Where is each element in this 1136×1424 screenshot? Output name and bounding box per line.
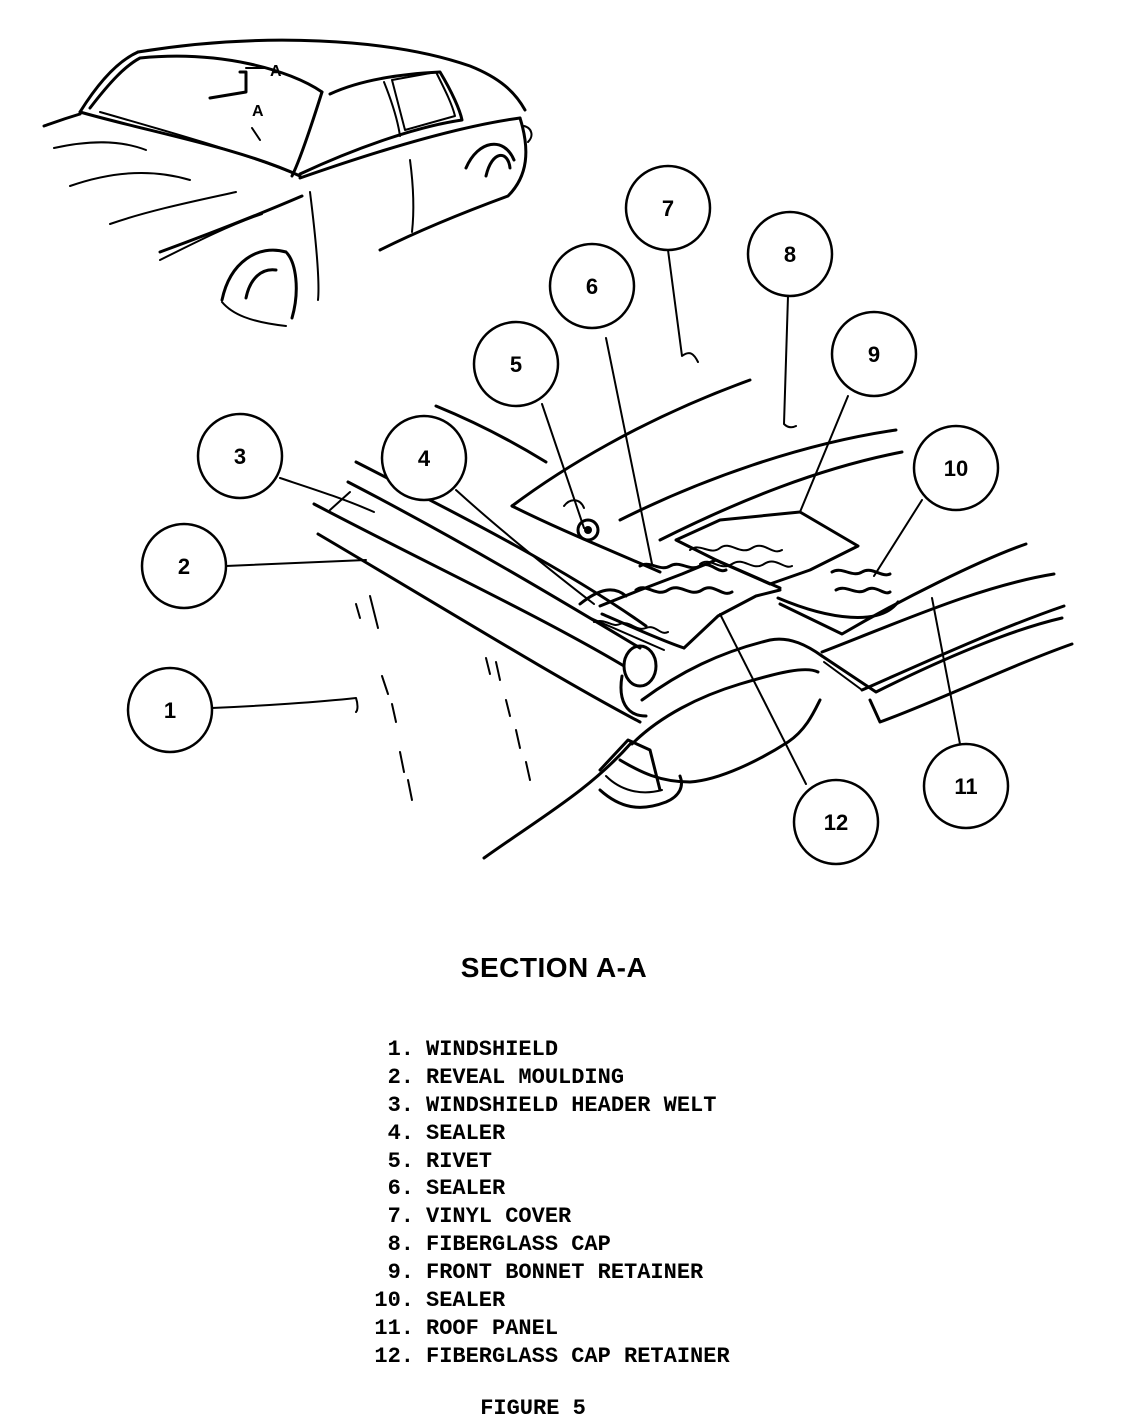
callout-11: 11 (922, 742, 1010, 830)
callout-1: 1 (126, 666, 214, 754)
callout-9: 9 (830, 310, 918, 398)
section-marker-upper: A (270, 63, 282, 80)
part-number: 6. (387, 1176, 414, 1202)
svg-text:7: 7 (662, 196, 674, 221)
list-item: 5. RIVET (352, 1148, 730, 1176)
callouts: 1 2 3 4 5 6 7 8 9 10 11 12 (126, 164, 1010, 866)
list-item: 3. WINDSHIELD HEADER WELT (352, 1092, 730, 1120)
part-label: REVEAL MOULDING (426, 1064, 625, 1090)
svg-text:9: 9 (868, 342, 880, 367)
part-label: WINDSHIELD (426, 1037, 559, 1062)
callout-8: 8 (746, 210, 834, 298)
svg-text:8: 8 (784, 242, 796, 267)
list-item: 1. WINDSHIELD (352, 1036, 730, 1064)
part-number: 12. (374, 1343, 414, 1369)
part-number: 3. (387, 1092, 414, 1118)
part-number: 2. (387, 1064, 414, 1090)
part-label: SEALER (426, 1120, 506, 1146)
svg-text:2: 2 (178, 554, 190, 579)
section-diagram: A A (42, 38, 1074, 866)
part-number: 10. (374, 1288, 414, 1314)
part-number: 9. (387, 1260, 414, 1286)
list-item: 8. FIBERGLASS CAP (352, 1231, 730, 1259)
leader-lines (211, 249, 961, 785)
callout-7: 7 (624, 164, 712, 252)
part-label: FRONT BONNET RETAINER (426, 1260, 704, 1286)
part-label: FIBERGLASS CAP (426, 1232, 611, 1258)
svg-text:4: 4 (418, 446, 431, 471)
callout-2: 2 (140, 522, 228, 610)
part-number: 5. (387, 1148, 414, 1174)
svg-text:5: 5 (510, 352, 522, 377)
svg-text:11: 11 (954, 774, 977, 799)
list-item: 4. SEALER (352, 1120, 730, 1148)
callout-4: 4 (380, 414, 468, 502)
part-label: SEALER (426, 1288, 506, 1314)
list-item: 7. VINYL COVER (352, 1203, 730, 1231)
list-item: 9. FRONT BONNET RETAINER (352, 1259, 730, 1287)
callout-12: 12 (792, 778, 880, 866)
part-label: FIBERGLASS CAP RETAINER (426, 1343, 730, 1369)
list-item: 6. SEALER (352, 1175, 730, 1203)
section-marker-lower: A (252, 103, 264, 120)
part-number: 4. (387, 1120, 414, 1146)
callout-3: 3 (196, 412, 284, 500)
list-item: 2. REVEAL MOULDING (352, 1064, 730, 1092)
part-number: 7. (387, 1204, 414, 1230)
callout-10: 10 (912, 424, 1000, 512)
svg-text:10: 10 (944, 456, 968, 481)
part-label: RIVET (426, 1148, 493, 1174)
figure-caption: FIGURE 5 (480, 1396, 586, 1421)
part-label: VINYL COVER (426, 1204, 572, 1230)
svg-text:1: 1 (164, 698, 176, 723)
car-sketch: A A (42, 38, 533, 327)
list-item: 11. ROOF PANEL (352, 1315, 730, 1343)
list-item: 10. SEALER (352, 1287, 730, 1315)
section-title: SECTION A-A (460, 952, 648, 983)
svg-text:6: 6 (586, 274, 598, 299)
section-detail (312, 378, 1074, 860)
part-number: 1. (387, 1037, 414, 1062)
part-number: 8. (387, 1232, 414, 1258)
callout-6: 6 (548, 242, 636, 330)
callout-5: 5 (472, 320, 560, 408)
svg-text:3: 3 (234, 444, 246, 469)
part-label: WINDSHIELD HEADER WELT (426, 1092, 717, 1118)
part-label: SEALER (426, 1176, 506, 1202)
part-number: 11. (374, 1315, 414, 1341)
list-item: 12. FIBERGLASS CAP RETAINER (352, 1343, 730, 1371)
parts-list: 1. WINDSHIELD 2. REVEAL MOULDING 3. WINDSHI… (352, 1036, 730, 1371)
svg-text:12: 12 (824, 810, 848, 835)
part-label: ROOF PANEL (426, 1315, 559, 1341)
